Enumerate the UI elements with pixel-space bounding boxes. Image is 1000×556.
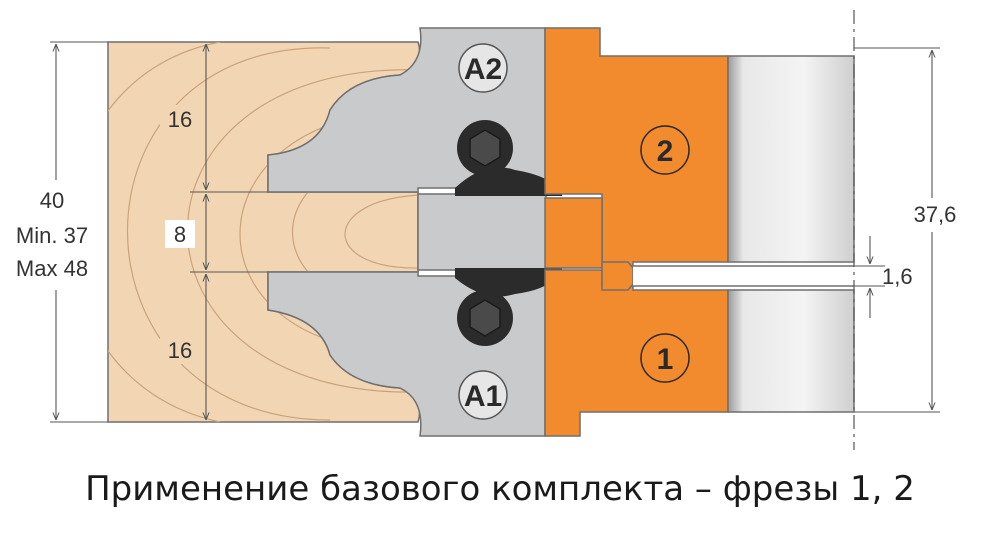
- label-height-max: Max 48: [16, 256, 88, 281]
- knife-center-tongue: [417, 193, 547, 271]
- label-cutter-height: 37,6: [914, 202, 957, 227]
- cutter-center-key: [544, 197, 603, 269]
- label-height-total: 40: [40, 188, 64, 213]
- knife-a1-label: A1: [464, 380, 502, 413]
- dimensions: [50, 41, 940, 423]
- knife-a1-badge: A1: [458, 370, 508, 420]
- label-dim-bottom: 16: [168, 338, 192, 363]
- dimension-labels: 40 Min. 37 Max 48 16 8 16 37,6 1,6: [6, 105, 970, 364]
- spindle-upper: [727, 55, 855, 263]
- cutter-2-body: [544, 27, 729, 267]
- label-dim-top: 16: [168, 107, 192, 132]
- knife-holder: A2 A1: [267, 27, 562, 437]
- cutter-body: 2 1: [544, 27, 729, 437]
- diagram-caption: Применение базового комплекта – фрезы 1,…: [85, 469, 915, 509]
- clamp-washer: [455, 167, 562, 297]
- label-height-min: Min. 37: [16, 223, 88, 248]
- cutter-2-badge: 2: [640, 125, 690, 175]
- spindle-lower: [727, 289, 855, 413]
- knife-a2-label: A2: [464, 53, 502, 86]
- spindle: [633, 10, 855, 450]
- cutter-1-label: 1: [657, 343, 674, 376]
- hex-screw-icon: [457, 290, 513, 346]
- cutter-tooth: [601, 261, 634, 291]
- cutter-1-body: [544, 269, 729, 437]
- cutter-2-label: 2: [657, 135, 674, 168]
- label-dim-mid: 8: [174, 222, 186, 247]
- label-gap: 1,6: [882, 264, 913, 289]
- knife-a2-badge: A2: [458, 43, 508, 93]
- cutter-1-badge: 1: [640, 333, 690, 383]
- hex-screw-icon: [457, 120, 513, 176]
